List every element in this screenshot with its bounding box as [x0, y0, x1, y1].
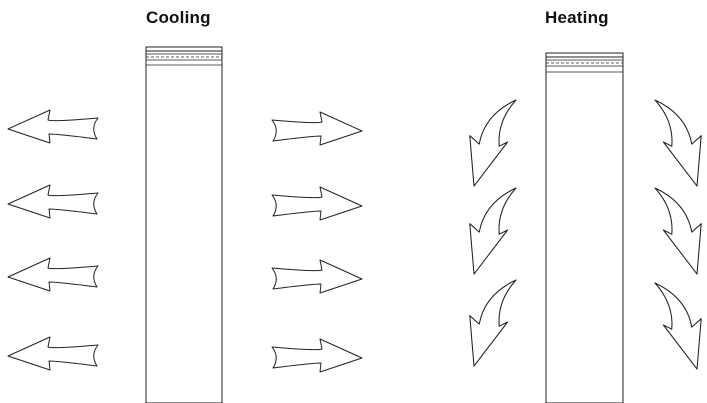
- heating-tower: [545, 52, 624, 403]
- airflow-arrow: [469, 187, 517, 275]
- airflow-arrow: [654, 282, 702, 370]
- airflow-arrow: [7, 184, 99, 219]
- airflow-arrow: [7, 109, 99, 144]
- cooling-right-arrows: [271, 111, 363, 373]
- airflow-arrow: [271, 338, 363, 373]
- airflow-arrow: [654, 187, 702, 275]
- airflow-arrow: [7, 257, 99, 292]
- airflow-arrow: [271, 259, 363, 294]
- airflow-arrow: [7, 336, 99, 371]
- cooling-tower: [145, 46, 223, 403]
- heating-left-arrows: [469, 99, 517, 367]
- airflow-arrow: [271, 111, 363, 146]
- airflow-arrow: [469, 279, 517, 367]
- airflow-arrow: [271, 186, 363, 221]
- airflow-arrow: [469, 99, 517, 187]
- cooling-left-arrows: [7, 109, 99, 371]
- cooling-label: Cooling: [146, 8, 211, 27]
- heating-label: Heating: [545, 8, 609, 27]
- airflow-arrow: [654, 99, 702, 187]
- heating-right-arrows: [654, 99, 702, 370]
